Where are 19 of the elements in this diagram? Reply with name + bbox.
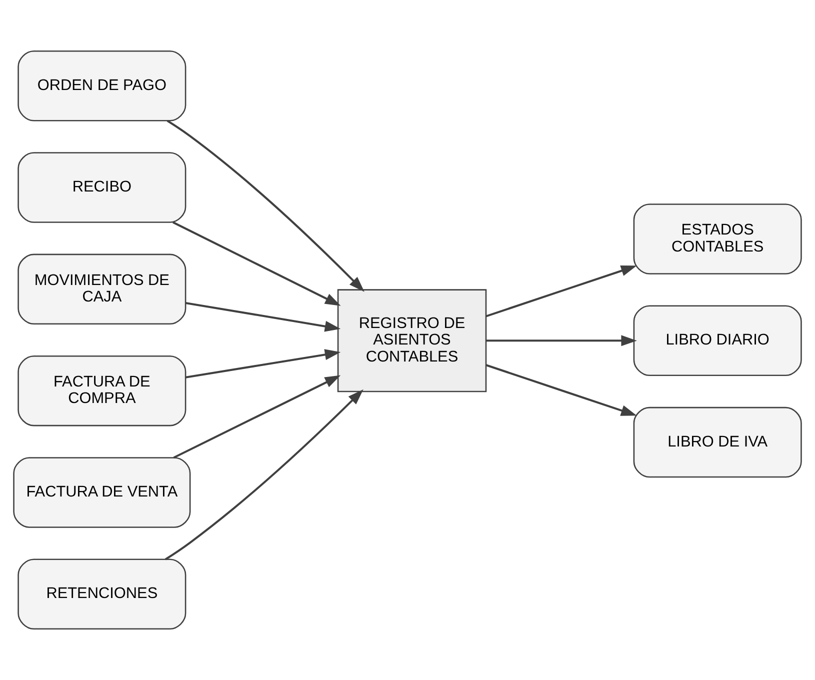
arrow bbox=[486, 265, 637, 318]
arrow bbox=[185, 349, 341, 378]
node-box: RECIBO bbox=[18, 152, 186, 223]
arrow bbox=[166, 120, 364, 292]
arrow bbox=[486, 335, 637, 346]
node-box: LIBRO DIARIO bbox=[633, 305, 802, 376]
node-box: ORDEN DE PAGO bbox=[18, 50, 186, 122]
arrow bbox=[173, 375, 341, 459]
arrow bbox=[172, 221, 341, 306]
arrow bbox=[486, 364, 637, 416]
node-box: RETENCIONES bbox=[18, 558, 186, 630]
arrow bbox=[164, 389, 364, 560]
node-box: FACTURA DE VENTA bbox=[13, 457, 191, 528]
node-box: ESTADOS CONTABLES bbox=[633, 204, 802, 274]
node-box: REGISTRO DE ASIENTOS CONTABLES bbox=[337, 289, 487, 392]
arrow bbox=[185, 302, 341, 332]
node-box: MOVIMIENTOS DE CAJA bbox=[18, 254, 186, 325]
node-box: FACTURA DE COMPRA bbox=[18, 355, 186, 426]
node-box: LIBRO DE IVA bbox=[633, 406, 802, 478]
